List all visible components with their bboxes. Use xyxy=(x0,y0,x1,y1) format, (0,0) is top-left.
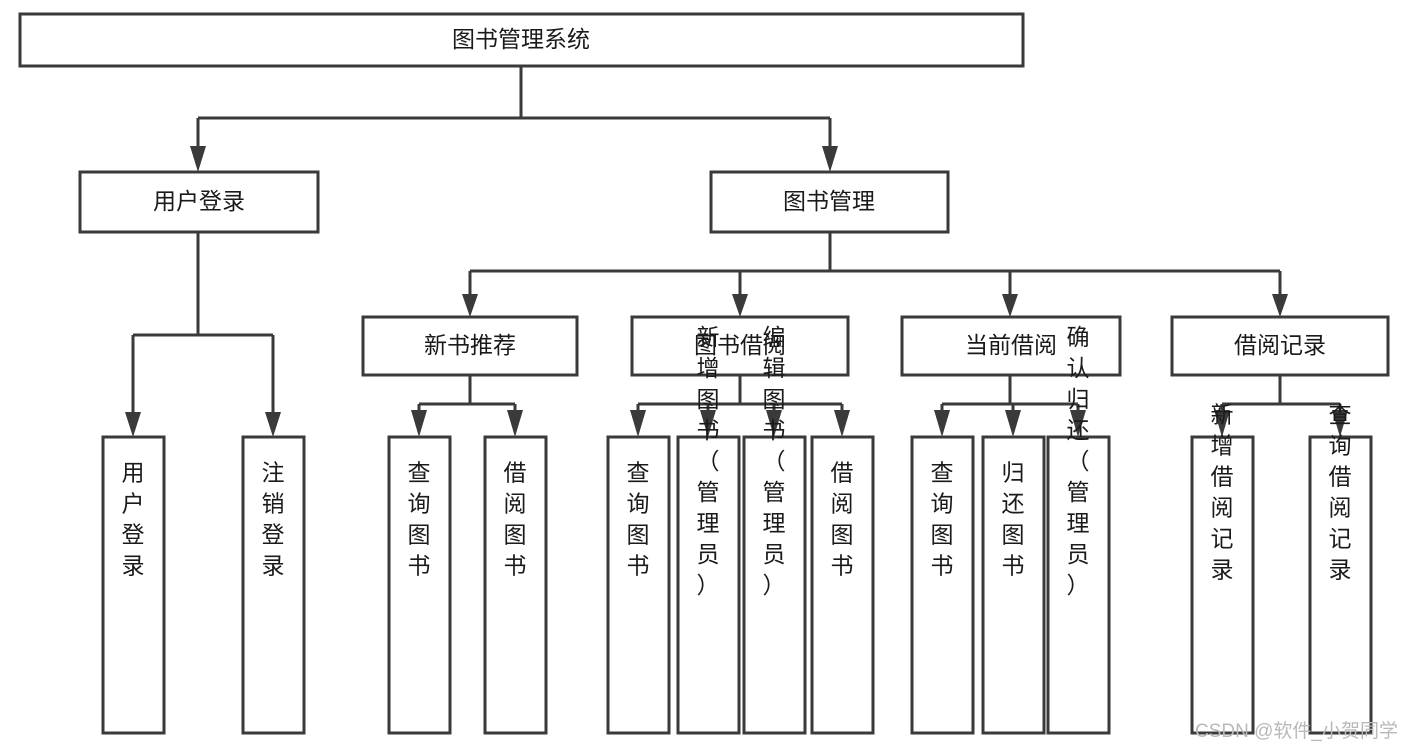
node-leaf-query-book-1-box[interactable] xyxy=(387,435,452,735)
node-book-manage[interactable]: 图书管理 xyxy=(709,170,950,234)
arrow-head-leaf-query-book-1 xyxy=(411,410,427,437)
arrow-head-borrow-record xyxy=(1272,294,1288,317)
node-current-borrow-label: 当前借阅 xyxy=(965,332,1057,358)
node-borrow-record-box[interactable] xyxy=(1170,315,1390,377)
node-leaf-return-book-label: 归还图书 xyxy=(1002,460,1025,579)
arrow-head-leaf-add-book xyxy=(700,410,716,437)
arrow-head-current-borrow xyxy=(1002,294,1018,317)
node-leaf-query-record[interactable]: 查询借阅记录 xyxy=(1308,402,1373,735)
connector-group-user-login xyxy=(125,232,281,437)
node-leaf-edit-book-label: 编辑图书（管理员） xyxy=(763,324,786,598)
node-new-book-rec[interactable]: 新书推荐 xyxy=(361,315,579,377)
connector-group-book-borrow xyxy=(630,375,850,437)
node-root[interactable]: 图书管理系统 xyxy=(18,12,1025,68)
node-leaf-query-record-box[interactable] xyxy=(1308,435,1373,735)
arrow-head-leaf-query-book-2 xyxy=(630,410,646,437)
node-leaf-confirm-return-label: 确认归还（管理员） xyxy=(1067,324,1090,598)
arrow-head-book-borrow xyxy=(732,294,748,317)
arrow-head-leaf-user-login xyxy=(125,412,141,437)
node-current-borrow[interactable]: 当前借阅 xyxy=(900,315,1122,377)
node-leaf-borrow-book-1-box[interactable] xyxy=(483,435,548,735)
node-user-login[interactable]: 用户登录 xyxy=(78,170,320,234)
node-leaf-borrow-book-1-label: 借阅图书 xyxy=(504,460,527,579)
node-borrow-record[interactable]: 借阅记录 xyxy=(1170,315,1390,377)
node-leaf-query-book-2[interactable]: 查询图书 xyxy=(606,435,671,735)
arrow-head-leaf-confirm-return xyxy=(1070,410,1086,437)
node-user-login-label: 用户登录 xyxy=(153,188,245,214)
node-leaf-query-book-1-label: 查询图书 xyxy=(408,460,431,579)
node-leaf-query-book-2-label: 查询图书 xyxy=(627,460,650,579)
node-root-box[interactable] xyxy=(18,12,1025,68)
node-leaf-user-logout-box[interactable] xyxy=(241,435,306,735)
node-leaf-add-record-box[interactable] xyxy=(1190,435,1255,735)
node-leaf-query-record-label: 查询借阅记录 xyxy=(1329,402,1352,583)
node-leaf-user-logout-label: 注销登录 xyxy=(262,460,285,579)
node-borrow-record-label: 借阅记录 xyxy=(1234,332,1326,358)
node-leaf-edit-book[interactable]: 编辑图书（管理员） xyxy=(742,324,807,735)
node-leaf-add-record-label: 新增借阅记录 xyxy=(1211,402,1234,583)
node-leaf-add-record[interactable]: 新增借阅记录 xyxy=(1190,402,1255,735)
node-root-label: 图书管理系统 xyxy=(452,26,590,52)
arrow-head-leaf-add-record xyxy=(1214,410,1230,437)
node-leaf-borrow-book-2[interactable]: 借阅图书 xyxy=(810,435,875,735)
node-leaf-borrow-book-2-label: 借阅图书 xyxy=(831,460,854,579)
node-new-book-rec-box[interactable] xyxy=(361,315,579,377)
node-leaf-edit-book-box[interactable] xyxy=(742,435,807,735)
node-book-borrow-box[interactable] xyxy=(630,315,850,377)
arrow-head-leaf-borrow-book-2 xyxy=(834,410,850,437)
arrow-head-book-manage xyxy=(822,146,838,172)
arrow-head-user-login xyxy=(190,146,206,172)
node-book-manage-label: 图书管理 xyxy=(783,188,875,214)
connector-group-new-book-rec xyxy=(411,375,523,437)
node-book-borrow-label: 图书借阅 xyxy=(694,332,786,358)
connector-group-book-manage xyxy=(462,232,1288,317)
node-leaf-query-book-2-box[interactable] xyxy=(606,435,671,735)
node-book-borrow[interactable]: 图书借阅 xyxy=(630,315,850,377)
arrow-head-leaf-edit-book xyxy=(766,410,782,437)
arrow-head-leaf-user-logout xyxy=(265,412,281,437)
node-leaf-query-book-3-box[interactable] xyxy=(910,435,975,735)
node-leaf-borrow-book-2-box[interactable] xyxy=(810,435,875,735)
csdn-watermark: CSDN @软件_小贺同学 xyxy=(1195,720,1398,742)
connector-group-root xyxy=(190,66,838,172)
node-leaf-add-book-box[interactable] xyxy=(676,435,741,735)
arrow-head-leaf-query-book-3 xyxy=(934,410,950,437)
node-leaf-add-book[interactable]: 新增图书（管理员） xyxy=(676,324,741,735)
node-leaf-user-login-box[interactable] xyxy=(101,435,166,735)
node-leaf-confirm-return[interactable]: 确认归还（管理员） xyxy=(1046,324,1111,735)
arrow-head-leaf-query-record xyxy=(1332,410,1348,437)
arrow-head-leaf-return-book xyxy=(1005,410,1021,437)
arrow-head-leaf-borrow-book-1 xyxy=(507,410,523,437)
node-leaf-confirm-return-box[interactable] xyxy=(1046,435,1111,735)
arrow-head-new-book-rec xyxy=(462,294,478,317)
connector-group-current-borrow xyxy=(934,375,1086,437)
node-current-borrow-box[interactable] xyxy=(900,315,1122,377)
node-leaf-user-logout[interactable]: 注销登录 xyxy=(241,435,306,735)
node-user-login-box[interactable] xyxy=(78,170,320,234)
node-leaf-query-book-3[interactable]: 查询图书 xyxy=(910,435,975,735)
connector-group-borrow-record xyxy=(1214,375,1348,437)
node-leaf-add-book-label: 新增图书（管理员） xyxy=(697,324,720,598)
node-leaf-return-book[interactable]: 归还图书 xyxy=(981,435,1046,735)
node-leaf-query-book-1[interactable]: 查询图书 xyxy=(387,435,452,735)
node-leaf-borrow-book-1[interactable]: 借阅图书 xyxy=(483,435,548,735)
node-leaf-user-login-label: 用户登录 xyxy=(122,460,145,579)
node-leaf-query-book-3-label: 查询图书 xyxy=(931,460,954,579)
node-leaf-return-book-box[interactable] xyxy=(981,435,1046,735)
node-leaf-user-login[interactable]: 用户登录 xyxy=(101,435,166,735)
node-book-manage-box[interactable] xyxy=(709,170,950,234)
node-new-book-rec-label: 新书推荐 xyxy=(424,332,516,358)
